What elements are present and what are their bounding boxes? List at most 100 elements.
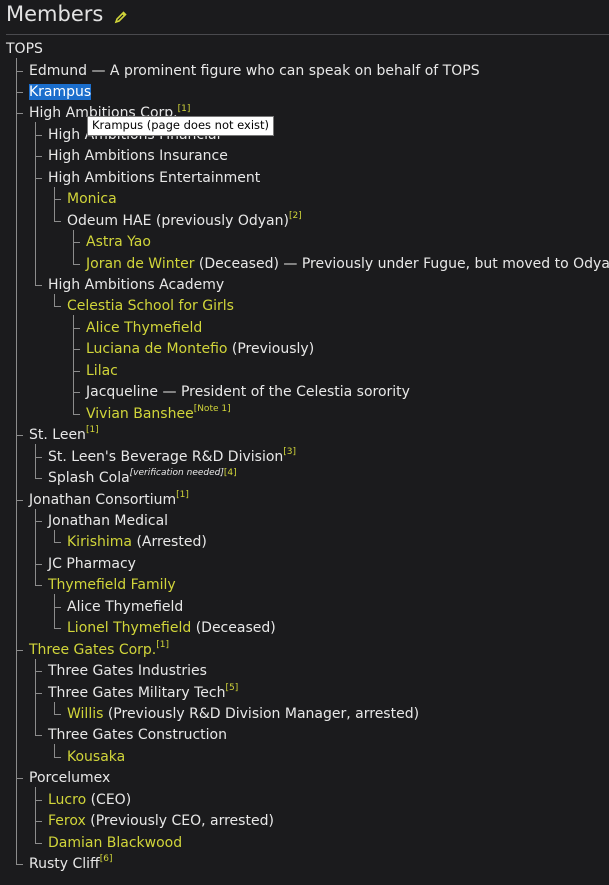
tree-item-damian-blackwood[interactable]: Damian Blackwood	[48, 834, 182, 852]
tree-item-odeum-hae: Odeum HAE (previously Odyan)[2]	[67, 210, 302, 230]
tree-item-ferox[interactable]: Ferox (Previously CEO, arrested)	[48, 812, 274, 830]
tree-item-note: (Deceased) — Previously under Fugue, but…	[194, 255, 609, 272]
tree-item-rusty-cliff: Rusty Cliff[6]	[29, 855, 112, 873]
tree-connector	[73, 349, 80, 351]
tree-connector	[35, 444, 36, 480]
tree-item-label[interactable]: Astra Yao	[86, 234, 151, 251]
tree-item-label[interactable]: Kousaka	[67, 748, 126, 765]
tree-connector	[73, 413, 80, 415]
tree-connector	[35, 122, 36, 286]
tree-connector	[16, 778, 23, 780]
tree-connector	[73, 370, 80, 372]
tree-item-label[interactable]: Lucro	[48, 791, 87, 808]
tree-item-willis[interactable]: Willis (Previously R&D Division Manager,…	[67, 705, 419, 723]
reference-link[interactable]: [1]	[177, 103, 191, 114]
tree-item-kirishima[interactable]: Kirishima (Arrested)	[67, 533, 207, 551]
tree-item-jonathan-medical: Jonathan Medical	[48, 512, 168, 530]
tree-connector	[35, 156, 42, 158]
tree-item-label[interactable]: Monica	[67, 191, 117, 208]
tree-connector	[54, 186, 55, 222]
edit-pencil-icon[interactable]	[114, 10, 128, 24]
reference-link[interactable]: [4]	[223, 468, 237, 479]
tree-item-label[interactable]: Lionel Thymefield	[67, 620, 192, 637]
tree-item-splash-cola: Splash Cola[verification needed][4]	[48, 469, 237, 487]
tree-item-joran-de-winter[interactable]: Joran de Winter (Deceased) — Previously …	[86, 255, 609, 273]
tree-item-label: Splash Cola	[48, 470, 130, 487]
members-heading: Members	[6, 2, 104, 26]
reference-link[interactable]: [1]	[156, 639, 170, 650]
tree-connector	[35, 585, 42, 587]
tree-item-label: St. Leen's Beverage R&D Division	[48, 448, 284, 465]
tree-item-vivian-banshee[interactable]: Vivian Banshee[Note 1]	[86, 405, 231, 423]
tree-item-label[interactable]: Alice Thymefield	[86, 319, 203, 336]
tree-connector	[35, 671, 42, 673]
tree-connector	[16, 649, 23, 651]
tree-item-krampus[interactable]: Krampus	[29, 83, 92, 101]
reference-link[interactable]: [5]	[225, 682, 239, 693]
tree-connector	[73, 263, 80, 265]
tree-connector	[35, 134, 42, 136]
tree-connector	[54, 714, 61, 715]
tree-item-label[interactable]: Joran de Winter	[86, 255, 195, 272]
tree-connector	[16, 70, 23, 72]
tree-item-label[interactable]: Three Gates Corp.	[29, 641, 157, 658]
tree-item-monica[interactable]: Monica	[67, 190, 117, 208]
tree-item-label[interactable]: Celestia School for Girls	[67, 298, 234, 315]
reference-link[interactable]: [6]	[99, 854, 113, 865]
tree-item-label[interactable]: Lilac	[86, 362, 118, 379]
tree-item-note: (Deceased)	[191, 620, 276, 637]
tree-connector	[73, 315, 74, 415]
tree-item-label[interactable]: Krampus	[29, 83, 92, 100]
tree-item-jacqueline: Jacqueline — President of the Celestia s…	[86, 383, 410, 401]
verification-note[interactable]: [verification needed]	[129, 468, 224, 479]
tree-item-alice-thymefield-1[interactable]: Alice Thymefield	[86, 319, 202, 337]
tree-item-three-gates-military: Three Gates Military Tech[5]	[48, 682, 239, 702]
tree-connector	[16, 435, 23, 437]
tree-item-celestia-school[interactable]: Celestia School for Girls	[67, 297, 234, 315]
tree-item-lionel-thymefield[interactable]: Lionel Thymefield (Deceased)	[67, 619, 276, 637]
tree-connector	[35, 692, 42, 694]
reference-link[interactable]: [2]	[288, 210, 302, 221]
tree-item-label[interactable]: Ferox	[48, 813, 86, 830]
tree-item-astra-yao[interactable]: Astra Yao	[86, 233, 151, 251]
tree-item-label[interactable]: Damian Blackwood	[48, 834, 183, 851]
tree-item-label: Odeum HAE (previously Odyan)	[67, 212, 289, 229]
tree-item-label[interactable]: Willis	[67, 706, 104, 722]
tree-connector	[16, 58, 17, 866]
tree-item-label: Three Gates Military Tech	[48, 684, 226, 701]
tree-connector	[54, 294, 55, 308]
tree-item-label: Jonathan Medical	[48, 512, 169, 529]
tree-item-label[interactable]: Luciana de Montefio	[86, 341, 228, 358]
tree-item-porcelumex: Porcelumex	[29, 769, 110, 787]
tree-item-note: (Arrested)	[132, 534, 207, 551]
tree-item-lucro[interactable]: Lucro (CEO)	[48, 791, 131, 809]
tree-item-three-gates-industries: Three Gates Industries	[48, 662, 207, 680]
tree-item-label[interactable]: Vivian Banshee	[86, 405, 194, 422]
tree-item-label: Three Gates Industries	[48, 663, 207, 680]
reference-link[interactable]: [3]	[283, 446, 297, 457]
tree-item-label: Porcelumex	[29, 770, 111, 787]
tree-item-label[interactable]: Kirishima	[67, 534, 132, 551]
tree-item-lilac[interactable]: Lilac	[86, 362, 118, 380]
reference-link[interactable]: [1]	[85, 425, 99, 436]
reference-link[interactable]: [1]	[176, 489, 189, 500]
tree-item-label: Alice Thymefield	[67, 598, 184, 615]
tree-connector	[35, 799, 42, 801]
tree-item-three-gates-construction: Three Gates Construction	[48, 726, 227, 744]
tree-item-st-leens-beverage: St. Leen's Beverage R&D Division[3]	[48, 446, 297, 466]
tree-connector	[35, 478, 42, 480]
tree-item-luciana-de-montefio[interactable]: Luciana de Montefio (Previously)	[86, 340, 314, 358]
tree-item-label[interactable]: Thymefield Family	[48, 577, 176, 594]
tree-connector	[16, 499, 23, 501]
tree-connector	[54, 628, 61, 630]
tree-item-label: Jonathan Consortium	[29, 491, 177, 508]
tree-item-note: (Previously)	[227, 341, 315, 358]
tree-item-thymefield-family[interactable]: Thymefield Family	[48, 576, 176, 594]
tree-item-high-ambitions-insurance: High Ambitions Insurance	[48, 147, 228, 165]
tree-item-kousaka[interactable]: Kousaka	[67, 748, 125, 766]
tree-connector	[35, 456, 42, 458]
tree-item-three-gates-corp[interactable]: Three Gates Corp.[1]	[29, 639, 170, 659]
tree-connector	[35, 177, 42, 179]
reference-link[interactable]: [Note 1]	[193, 404, 231, 415]
tree-item-label: Jacqueline	[86, 384, 159, 401]
